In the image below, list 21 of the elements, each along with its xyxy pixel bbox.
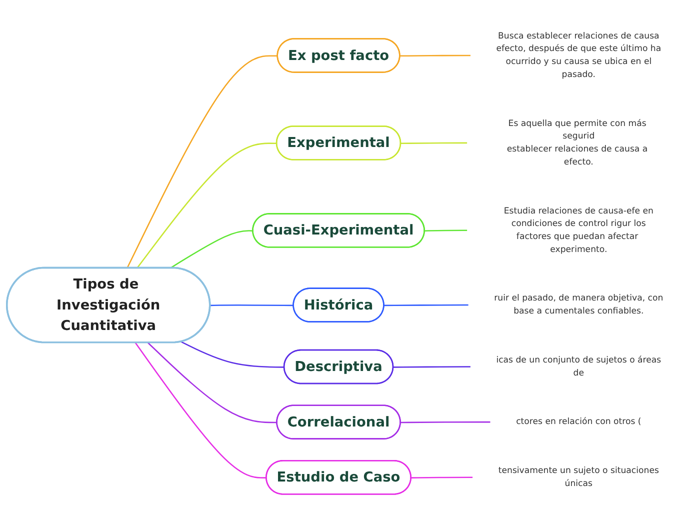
connector — [393, 366, 470, 368]
connector — [384, 304, 468, 306]
connector — [411, 476, 473, 478]
connector — [126, 55, 278, 268]
connector — [210, 304, 294, 306]
connector — [134, 342, 267, 478]
node-text: tensivamente un sujeto o situaciones únicas — [498, 466, 659, 489]
node-text: Es aquella que permite con más segurid establecer relaciones de causa a efecto. — [506, 118, 648, 167]
node-text: ruir el pasado, de manera objetiva, con base a cumentales confiables. — [494, 294, 664, 316]
node-text: icas de un conjunto de sujetos o áreas de — [496, 356, 662, 378]
node-text: Estudia relaciones de causa-efe en condiciones de control rigur los factores que puedan afectar experimento. — [504, 206, 654, 254]
node-text: Busca establecer relaciones de causa efecto, después de que este último ha ocurrido y su causa se ubica en el pasado. — [496, 31, 662, 80]
node-text: ctores en relación con otros ( — [516, 417, 642, 427]
connector — [400, 421, 490, 424]
connector — [136, 142, 277, 269]
connector — [148, 342, 278, 424]
connector — [180, 341, 284, 368]
connector — [424, 230, 468, 232]
connector — [170, 230, 254, 269]
connector — [400, 142, 468, 144]
connector — [400, 54, 470, 57]
